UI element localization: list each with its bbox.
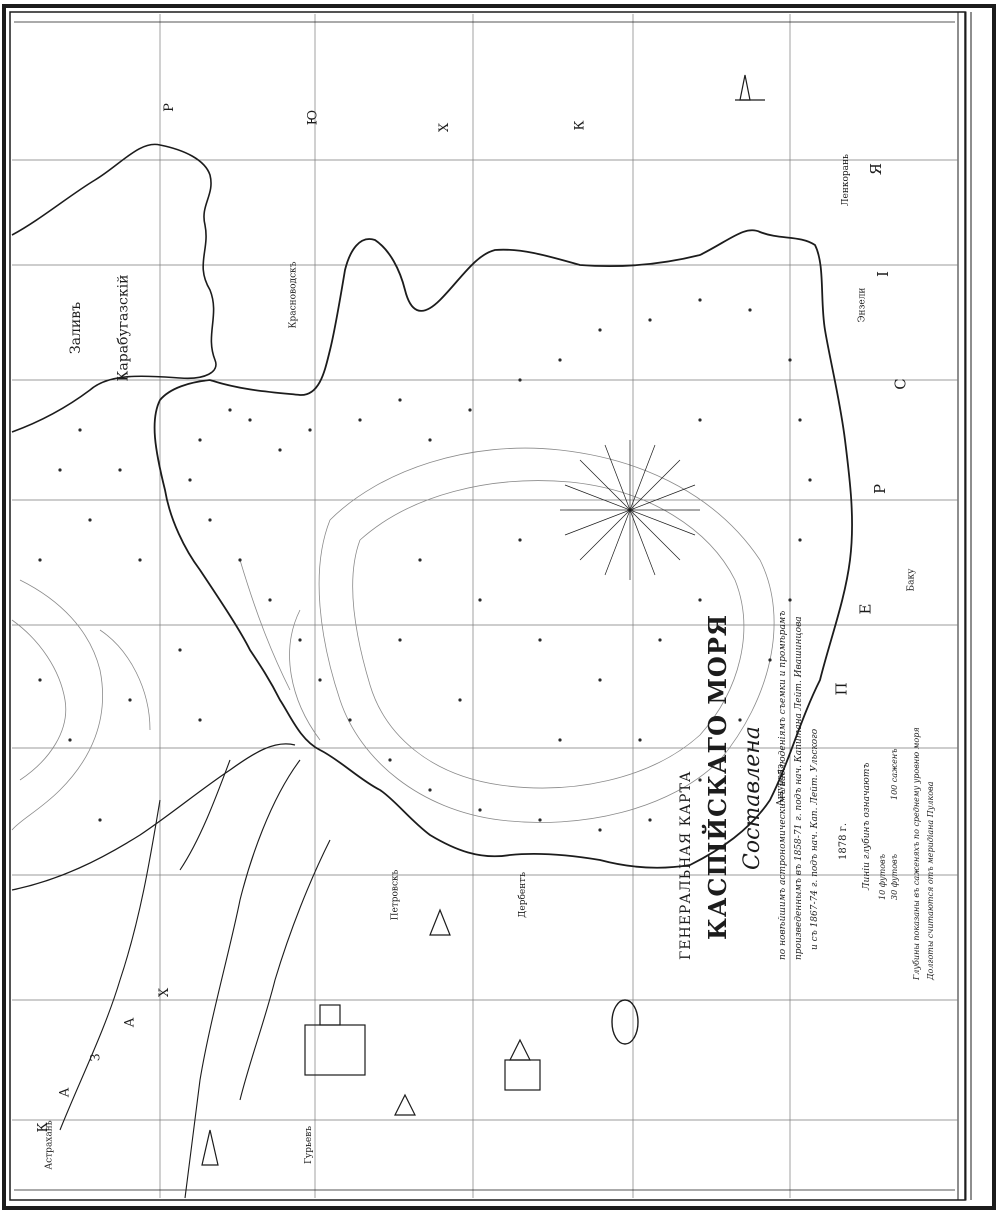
place-label: Дербентъ [517, 872, 528, 918]
place-label: Ленкорань [840, 154, 851, 206]
gulf-name-2: Карабугазскій [115, 274, 132, 382]
region-letter: К [572, 120, 588, 131]
map-title-main: КАСПІЙСКАГО МОРЯ [703, 613, 732, 940]
map-year: 1878 г. [838, 822, 849, 860]
region-letter: Р [871, 483, 890, 495]
region-letter: І [873, 271, 892, 277]
map-notes-heading: Линіи глубинъ означаютъ [862, 762, 872, 890]
region-letter: Ю [305, 109, 321, 126]
map-title-small: ГЕНЕРАЛЬНАЯ КАРТА [678, 770, 694, 960]
gulf-name-1: Заливъ [68, 301, 85, 355]
soundings [38, 298, 812, 832]
graticule [12, 14, 958, 1198]
compass-rose [560, 440, 700, 580]
map-note: 100 саженъ [890, 748, 899, 801]
map-frame-inner [9, 11, 966, 1201]
region-letter: А [57, 1087, 73, 1098]
place-label: Петровскъ [390, 869, 401, 921]
region-letter: Е [856, 603, 875, 615]
coast-west-lowlands [11, 743, 296, 891]
place-label: Баку [906, 568, 917, 592]
region-letter: З [88, 1053, 104, 1062]
gulf-name-label: Заливъ [68, 302, 84, 354]
place-label: Астрахань [44, 1120, 55, 1170]
lighthouse-vignettes [201, 74, 765, 1166]
map-note: Глубины показаны въ саженяхъ по среднему… [912, 727, 921, 980]
depth-contours [11, 447, 775, 831]
region-letter: А [122, 1017, 138, 1028]
karabogaz-gulf-coast [11, 143, 217, 433]
scale-ticks [14, 21, 955, 1191]
map-note: Долготы считаются отъ меридіана Пулкова [926, 781, 935, 980]
region-letter: Х [157, 987, 173, 998]
map-frame-border-strip [957, 11, 967, 1201]
caspian-coastline [153, 229, 853, 869]
region-letter: П [832, 682, 851, 696]
cartouche-emblem [611, 999, 639, 1045]
map-frame-outer [2, 4, 996, 1210]
place-label: Энзели [857, 287, 868, 323]
map-source-1: по новѣйшимъ астрономическимъ наблюденія… [778, 610, 788, 960]
map-source-3: и съ 1867-74 г. подъ нач. Кап. Лейт. Уль… [810, 728, 820, 950]
rivers-roads [59, 759, 331, 1199]
region-letter: Я [867, 162, 886, 176]
region-letter: Х [437, 122, 453, 133]
map-subtitle: Составлена [740, 726, 765, 870]
place-label: Красноводскъ [288, 261, 299, 329]
gulf-name-label-2: Карабугазскій [115, 275, 131, 382]
place-label: Гурьевъ [304, 1125, 315, 1165]
region-letter: Р [161, 103, 177, 112]
map-note: 30 футовъ [890, 853, 899, 900]
map-note: 10 футовъ [878, 853, 887, 900]
map-source-2: произведеннымъ въ 1858-71 г. подъ нач. К… [794, 616, 804, 960]
region-letter: С [891, 378, 910, 390]
